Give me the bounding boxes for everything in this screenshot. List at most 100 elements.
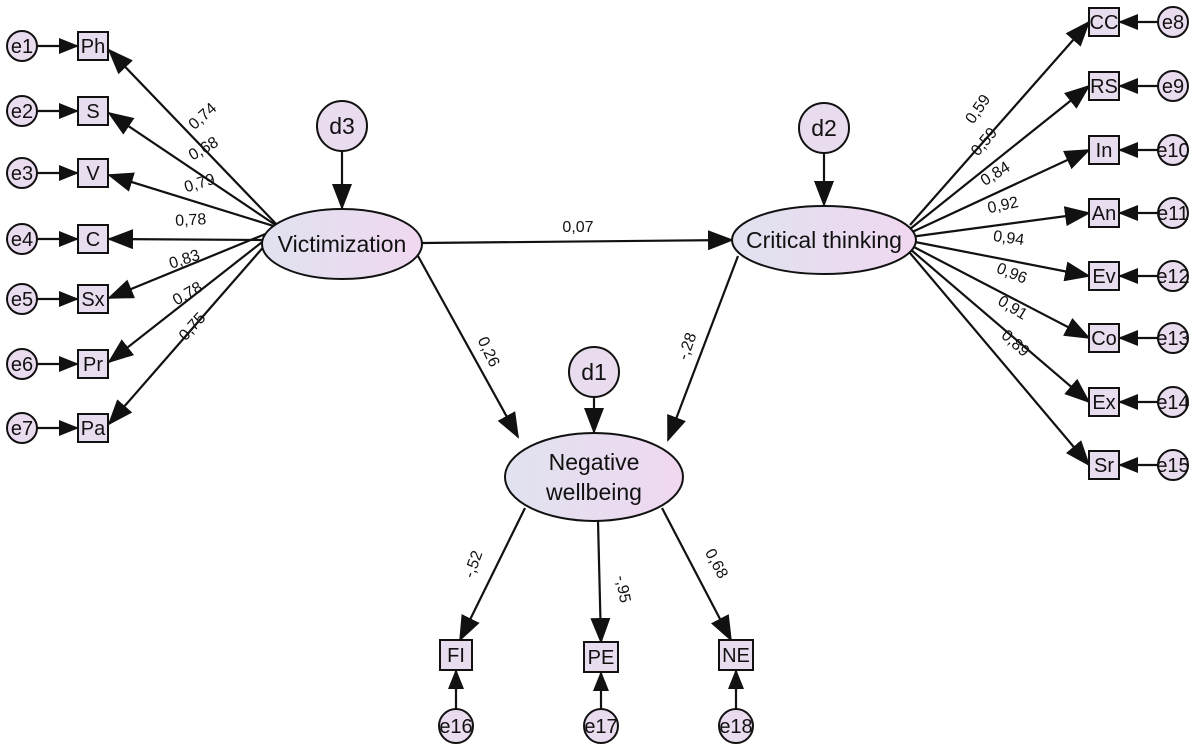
error-e5[interactable]: e5 (6, 283, 38, 315)
loading-arrow-victimization-3 (107, 229, 263, 250)
path-coef-victimization-critical: 0,07 (562, 219, 593, 236)
loading-arrow-victimization-5 (107, 227, 281, 364)
error-e2[interactable]: e2 (6, 95, 38, 127)
error-e11-label: e11 (1157, 203, 1189, 225)
error-e13[interactable]: e13 (1156, 322, 1190, 354)
path-victimization-critical (421, 230, 734, 251)
error-e2-label: e2 (11, 101, 33, 123)
loading-critical-2: 0,84 (978, 159, 1014, 190)
error-e14-label: e14 (1156, 392, 1189, 414)
indicator-v[interactable]: V (77, 158, 109, 188)
indicator-in-label: In (1096, 140, 1113, 162)
indicator-ev-label: Ev (1092, 266, 1115, 288)
indicator-pr[interactable]: Pr (77, 349, 109, 379)
loading-wellbeing-pe: -,95 (612, 574, 634, 604)
error-e1[interactable]: e1 (6, 30, 38, 62)
error-e12[interactable]: e12 (1156, 260, 1190, 292)
latent-negative-wellbeing-label-line1: Negative (549, 449, 640, 475)
loading-arrow-critical-7 (909, 252, 1091, 467)
indicator-sx[interactable]: Sx (77, 284, 109, 314)
indicator-pe[interactable]: PE (583, 641, 619, 673)
loading-arrow-critical-1 (909, 84, 1091, 230)
indicator-sr[interactable]: Sr (1088, 450, 1120, 480)
indicator-ev[interactable]: Ev (1088, 261, 1120, 291)
indicator-fi[interactable]: FI (439, 639, 473, 671)
error-e18-label: e18 (719, 716, 752, 738)
disturbance-d1[interactable]: d1 (568, 346, 620, 398)
latent-negative-wellbeing[interactable]: Negative wellbeing (504, 432, 684, 522)
error-e3-label: e3 (11, 163, 33, 185)
latent-victimization[interactable]: Victimization (261, 208, 423, 280)
loading-critical-0: 0,59 (962, 92, 994, 127)
indicator-ne[interactable]: NE (718, 639, 754, 671)
disturbance-d3[interactable]: d3 (316, 100, 368, 152)
loading-arrow-critical-3 (909, 206, 1091, 239)
indicator-pr-label: Pr (83, 354, 103, 376)
indicator-rs[interactable]: RS (1088, 71, 1120, 101)
error-e6[interactable]: e6 (6, 348, 38, 380)
latent-critical-thinking[interactable]: Critical thinking (731, 205, 917, 275)
error-e3[interactable]: e3 (6, 157, 38, 189)
error-e4-label: e4 (11, 229, 33, 251)
latent-negative-wellbeing-label-line2: wellbeing (545, 479, 642, 505)
indicator-pa-label: Pa (81, 418, 106, 440)
indicator-ph-label: Ph (81, 36, 105, 58)
loading-arrow-critical-6 (909, 248, 1091, 404)
indicator-in[interactable]: In (1088, 135, 1120, 165)
error-e1-label: e1 (11, 36, 33, 58)
error-e8[interactable]: e8 (1157, 6, 1189, 38)
error-e4[interactable]: e4 (6, 223, 38, 255)
error-e7[interactable]: e7 (6, 412, 38, 444)
indicator-cc-label: CC (1090, 12, 1119, 34)
indicator-ph[interactable]: Ph (77, 31, 109, 61)
loading-arrow-critical-2 (909, 149, 1091, 234)
error-e8-label: e8 (1162, 12, 1184, 34)
loading-arrow-victimization-0 (107, 48, 281, 229)
error-e11[interactable]: e11 (1157, 197, 1189, 229)
indicator-c-label: C (86, 229, 100, 251)
disturbance-d1-label: d1 (581, 359, 607, 385)
indicator-s[interactable]: S (77, 96, 109, 126)
loading-critical-4: 0,94 (992, 228, 1025, 249)
indicator-sr-label: Sr (1094, 455, 1114, 477)
error-e14[interactable]: e14 (1156, 386, 1190, 418)
loading-arrow-critical-5 (909, 244, 1091, 339)
indicator-co-label: Co (1091, 328, 1117, 350)
indicator-v-label: V (86, 163, 100, 185)
indicator-fi-label: FI (447, 645, 465, 667)
loading-arrow-wellbeing-ne (661, 507, 732, 642)
error-e9-label: e9 (1162, 76, 1184, 98)
indicator-s-label: S (86, 101, 99, 123)
error-e16[interactable]: e16 (438, 708, 474, 744)
error-e9[interactable]: e9 (1157, 70, 1189, 102)
loading-arrow-victimization-2 (107, 172, 281, 230)
path-victimization-wellbeing (417, 255, 519, 439)
indicator-pa[interactable]: Pa (77, 413, 109, 443)
indicator-an[interactable]: An (1088, 198, 1120, 228)
error-e10[interactable]: e10 (1156, 134, 1190, 166)
error-e7-label: e7 (11, 418, 33, 440)
error-e17[interactable]: e17 (583, 708, 619, 744)
error-e18[interactable]: e18 (718, 708, 754, 744)
indicator-co[interactable]: Co (1088, 323, 1120, 353)
loading-victimization-0: 0,74 (186, 100, 221, 134)
disturbance-d2[interactable]: d2 (798, 102, 850, 154)
loading-victimization-1: 0,68 (186, 134, 222, 164)
loading-victimization-4: 0,83 (167, 247, 202, 273)
indicator-c[interactable]: C (77, 224, 109, 254)
loading-critical-3: 0,92 (986, 194, 1020, 217)
path-coef-critical-wellbeing: -,28 (675, 331, 700, 363)
indicator-ex[interactable]: Ex (1088, 387, 1120, 417)
indicator-rs-label: RS (1090, 76, 1118, 98)
error-e17-label: e17 (584, 716, 617, 738)
loading-arrow-victimization-6 (107, 227, 281, 426)
error-e5-label: e5 (11, 289, 33, 311)
disturbance-d2-label: d2 (811, 115, 837, 141)
loading-victimization-3: 0,78 (175, 211, 207, 230)
indicator-ne-label: NE (722, 645, 750, 667)
indicator-ex-label: Ex (1092, 392, 1115, 414)
error-e15[interactable]: e15 (1156, 449, 1190, 481)
indicator-cc[interactable]: CC (1088, 7, 1120, 37)
latent-victimization-label: Victimization (278, 231, 407, 257)
